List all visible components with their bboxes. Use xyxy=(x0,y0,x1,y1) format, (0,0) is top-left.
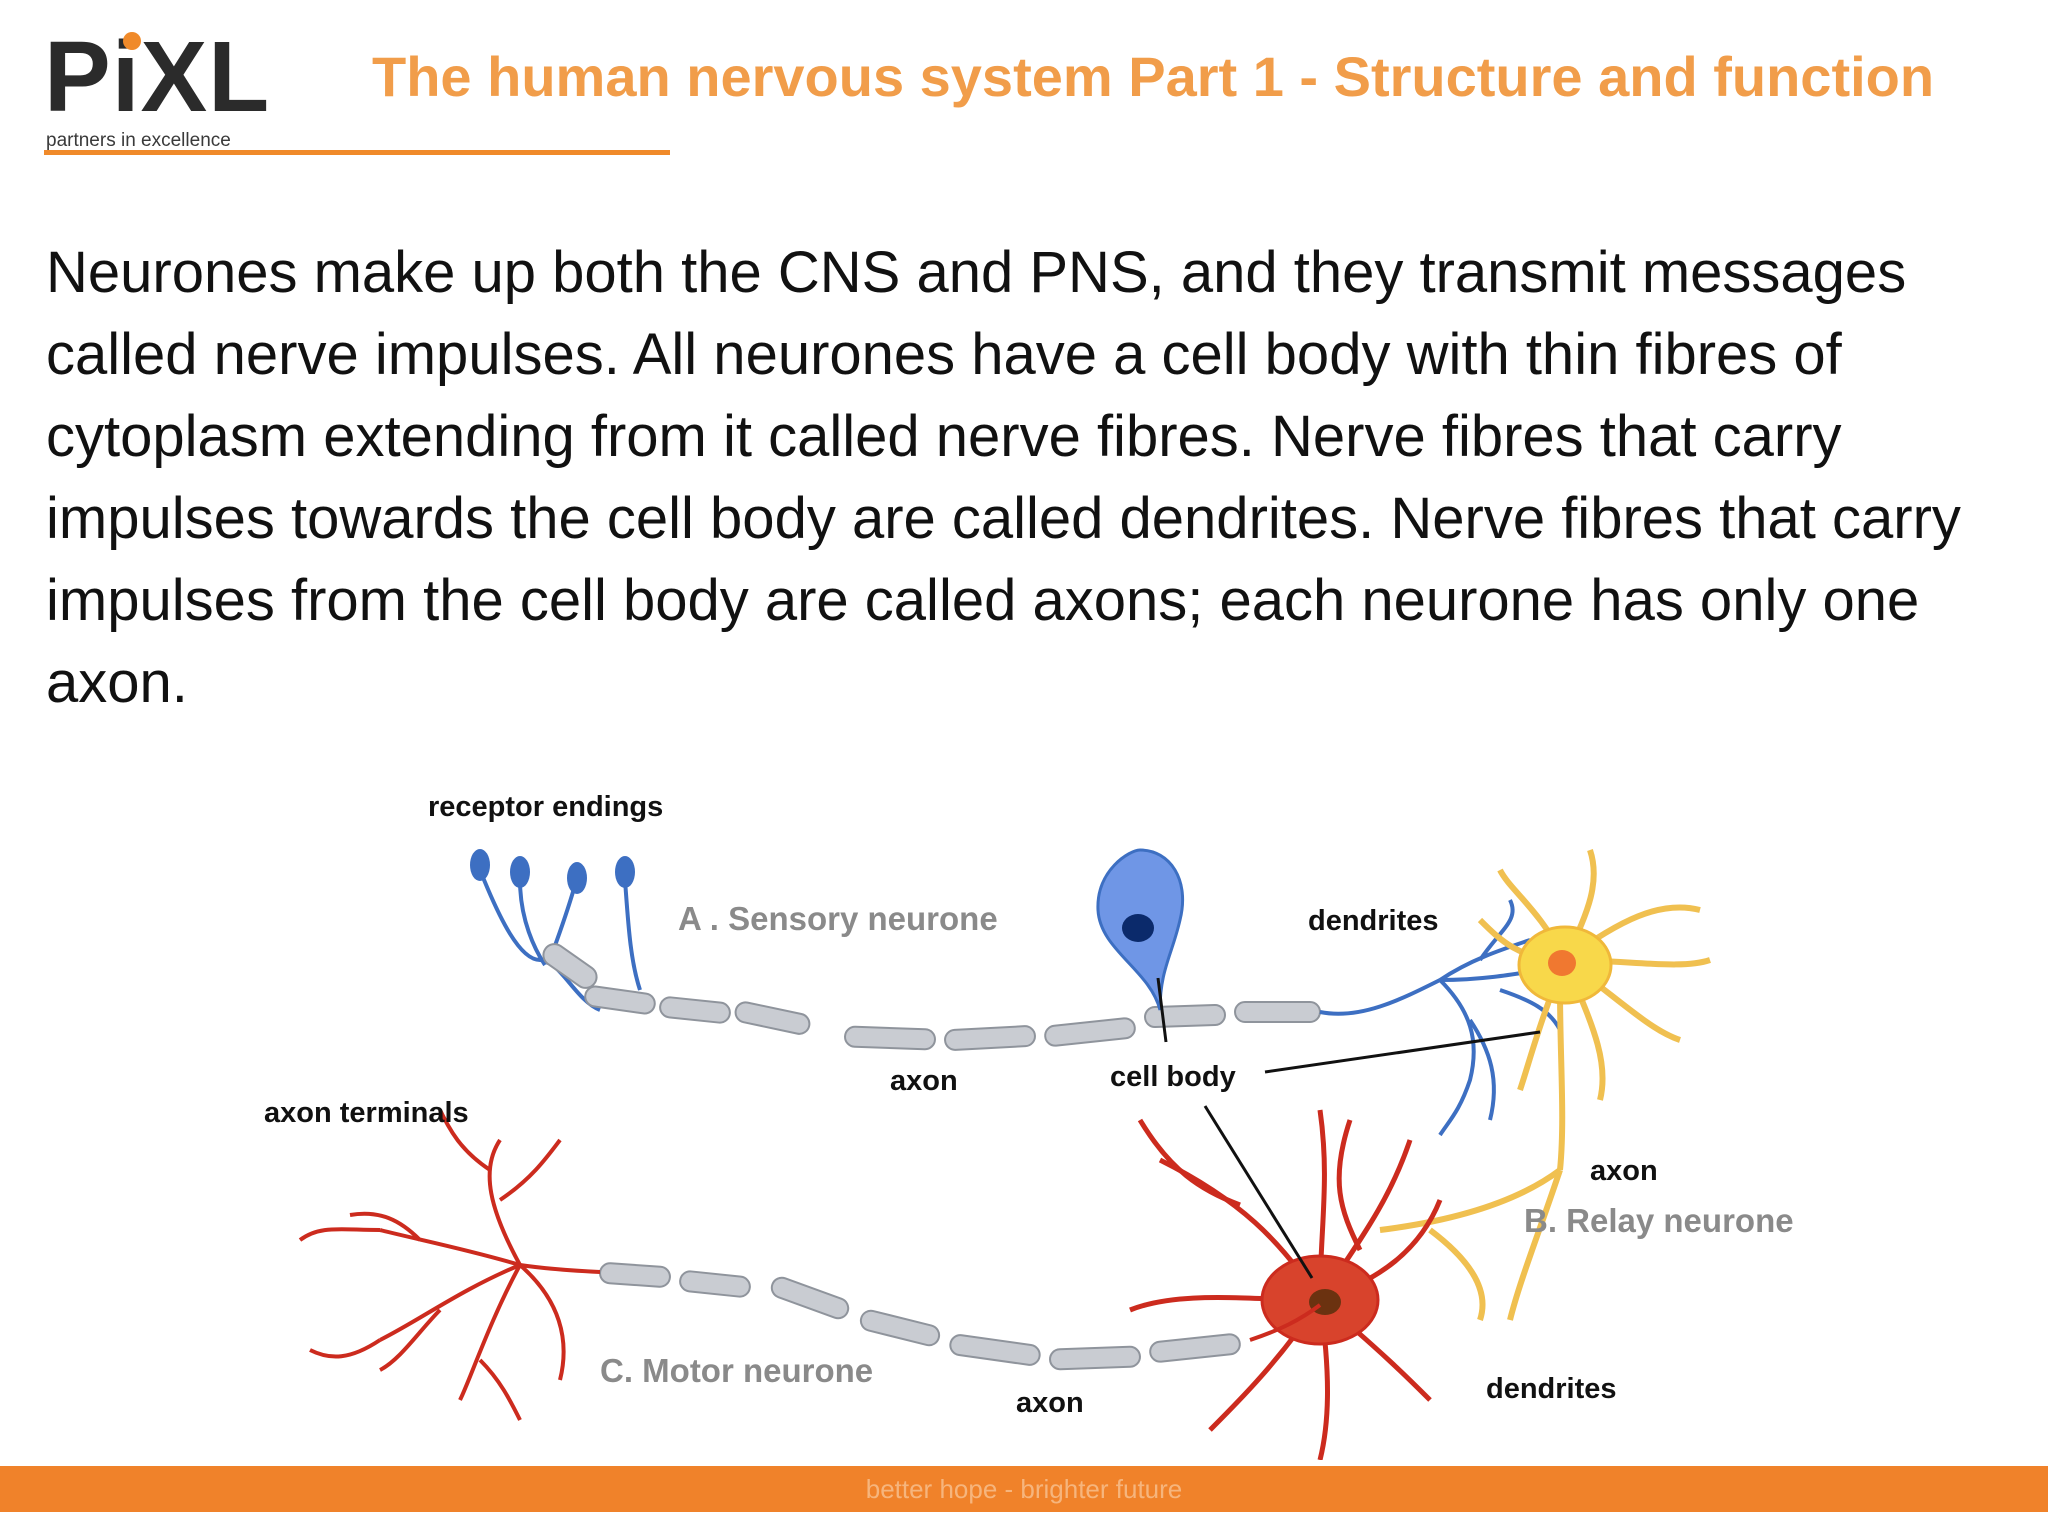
pixl-logo: PiXL partners in excellence xyxy=(44,22,684,162)
label-axon-motor: axon xyxy=(1016,1387,1084,1419)
label-receptor-endings: receptor endings xyxy=(428,791,663,823)
motor-axon-end xyxy=(519,1263,601,1274)
motor-neurone xyxy=(298,1109,1443,1460)
receptor-bulbs xyxy=(470,849,635,894)
label-dendrites-bottom: dendrites xyxy=(1486,1373,1617,1405)
label-axon-relay: axon xyxy=(1590,1155,1658,1187)
cell-body-pointer-motor xyxy=(1203,1105,1314,1279)
label-motor-neurone: C. Motor neurone xyxy=(600,1352,873,1389)
label-axon-sensory: axon xyxy=(890,1065,958,1097)
header-divider xyxy=(44,150,670,155)
intro-paragraph: Neurones make up both the CNS and PNS, a… xyxy=(46,240,1961,715)
sensory-nucleus xyxy=(1122,914,1154,942)
label-relay-neurone: B. Relay neurone xyxy=(1524,1202,1794,1239)
relay-nucleus xyxy=(1548,950,1576,976)
neurone-diagram: receptor endings A . Sensory neurone den… xyxy=(264,791,1794,1460)
relay-neurone xyxy=(1379,849,1711,1321)
cell-body-pointer-relay xyxy=(1264,1030,1541,1074)
axon-terminals xyxy=(298,1109,566,1421)
logo-wordmark: PiXL xyxy=(44,21,271,133)
motor-axon-myelin xyxy=(599,1262,1241,1371)
logo-tagline: partners in excellence xyxy=(46,130,231,151)
footer-slogan: better hope - brighter future xyxy=(865,1474,1183,1504)
label-cell-body: cell body xyxy=(1110,1061,1236,1093)
footer-bar: better hope - brighter future xyxy=(0,1466,2048,1512)
label-axon-terminals: axon terminals xyxy=(264,1097,469,1129)
sensory-neurone xyxy=(470,848,1562,1137)
logo-dot-icon xyxy=(123,32,141,50)
label-sensory-neurone: A . Sensory neurone xyxy=(678,900,998,937)
sensory-axon-myelin xyxy=(542,943,1321,1051)
page-title: The human nervous system Part 1 - Struct… xyxy=(372,45,1935,108)
motor-axon-start xyxy=(1249,1303,1322,1342)
label-dendrites-top: dendrites xyxy=(1308,905,1439,937)
sensory-axon-end xyxy=(1319,978,1441,1016)
sensory-dendrites xyxy=(1438,899,1562,1137)
cell-body-pointer-sensory xyxy=(1156,977,1168,1043)
